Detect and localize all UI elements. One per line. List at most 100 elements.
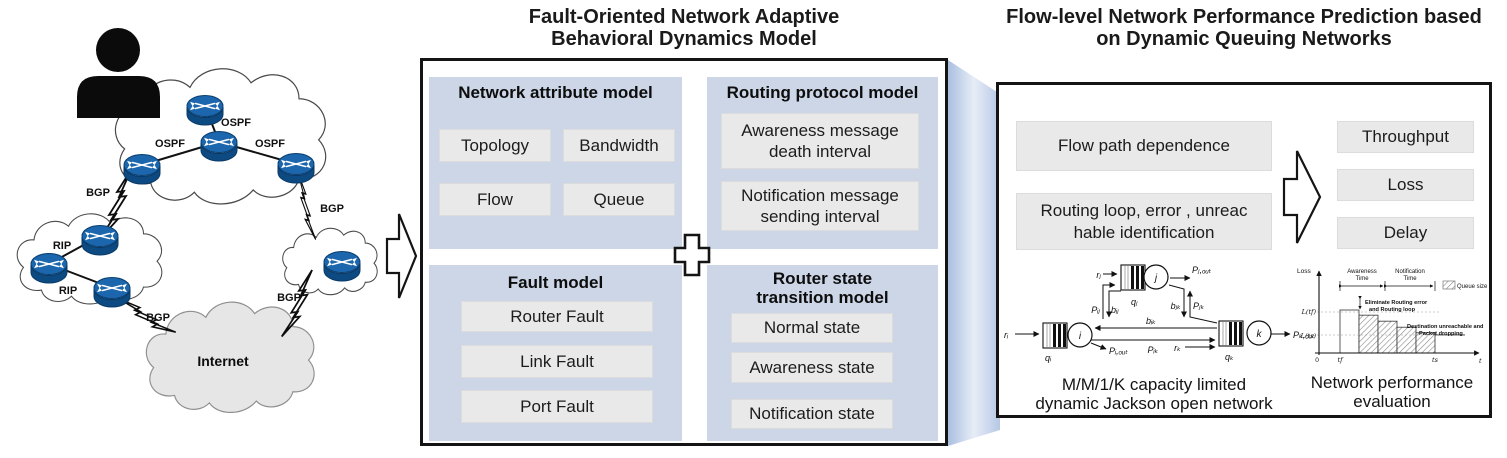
prediction-title-line: on Dynamic Queuing Networks	[1096, 28, 1392, 50]
attribute-chip: Flow	[439, 183, 551, 216]
label-bgp: BGP	[320, 203, 344, 215]
router-icon	[30, 252, 68, 284]
math-label: Pⱼₖ	[1193, 301, 1205, 311]
node-circle	[1143, 264, 1169, 290]
queue-icon	[1218, 320, 1244, 347]
plus-connector-icon	[673, 233, 711, 277]
loss-step-bar	[1377, 320, 1398, 354]
math-label: bⱼₖ	[1171, 301, 1182, 311]
prediction-title: Flow-level Network Performance Predictio…	[988, 6, 1500, 50]
state-chip: Normal state	[731, 313, 893, 343]
output-chip: Throughput	[1337, 121, 1474, 153]
label-bgp: BGP	[277, 292, 301, 304]
state-chip: Awareness state	[731, 352, 893, 383]
panel-header: Router state	[772, 269, 873, 288]
router-icon	[200, 130, 238, 162]
label-ospf: OSPF	[255, 138, 285, 150]
panel-fault-model: Fault model Router Fault Link Fault Port…	[429, 265, 682, 441]
model-title-line: Fault-Oriented Network Adaptive	[528, 6, 840, 28]
routing-protocol-chip: Awareness message death interval	[721, 113, 919, 169]
interval-arrows	[1338, 281, 1436, 310]
prediction-box: Flow path dependence Routing loop, error…	[996, 82, 1492, 418]
panel-header: transition model	[756, 288, 889, 307]
queue-icon	[1120, 264, 1146, 291]
caption-line: dynamic Jackson open network	[1035, 394, 1273, 413]
panel-header: Fault model	[507, 273, 604, 292]
node-circle	[1246, 320, 1272, 346]
fault-chip: Link Fault	[461, 345, 653, 378]
node-label: i	[1079, 331, 1082, 342]
evaluation-caption: Network performance evaluation	[1299, 373, 1485, 411]
router-icon	[123, 153, 161, 185]
input-chip: Flow path dependence	[1016, 121, 1272, 171]
interval-label: Time	[1403, 276, 1417, 282]
output-chip: Loss	[1337, 169, 1474, 201]
topology-illustration: OSPF OSPF OSPF BGP BGP BGP BGP RIP RIP I…	[16, 28, 418, 414]
math-label: rᵢ	[1004, 330, 1009, 340]
math-label: Pᵢⱼ	[1091, 305, 1100, 315]
chart-annotation: Destination unreachable and	[1407, 324, 1484, 330]
x-tick: tf	[1337, 356, 1344, 364]
math-label: bᵢⱼ	[1111, 305, 1119, 315]
router-icon	[277, 152, 315, 184]
caption-line: Network performance	[1310, 373, 1474, 392]
router-icon	[93, 276, 131, 308]
chart-xlabel: t	[1479, 357, 1482, 365]
loss-step-bar	[1339, 309, 1360, 354]
interval-label: Awareness	[1347, 269, 1377, 275]
panel-header: Network attribute model	[458, 83, 653, 102]
legend-swatch	[1442, 280, 1456, 290]
interval-label: Notification	[1395, 269, 1425, 275]
math-label: Pⱼ,ₒᵤₜ	[1192, 265, 1212, 275]
caption-line: M/M/1/K capacity limited	[1061, 375, 1247, 394]
label-ospf: OSPF	[155, 138, 185, 150]
node-label: k	[1257, 329, 1263, 340]
math-label: Pₖ,ₒᵤₜ	[1293, 330, 1315, 340]
label-ospf: OSPF	[221, 117, 251, 129]
queue-network-caption: M/M/1/K capacity limited dynamic Jackson…	[1019, 375, 1289, 413]
input-chip: Routing loop, error , unreac hable ident…	[1016, 193, 1272, 250]
label-bgp: BGP	[146, 312, 170, 324]
attribute-chip: Queue	[563, 183, 675, 216]
label-rip: RIP	[53, 240, 71, 252]
math-label: bᵢₖ	[1146, 316, 1156, 326]
math-label: rⱼ	[1096, 270, 1101, 280]
node-circle	[1067, 322, 1093, 348]
chart-annotation: and Routing loop	[1369, 307, 1416, 313]
y-tick: L(tf)	[1301, 308, 1317, 316]
panel-header: Routing protocol model	[726, 83, 919, 102]
router-icon	[81, 224, 119, 256]
ribbon-connector	[948, 60, 1000, 446]
chart-ylabel: Loss	[1297, 268, 1311, 275]
panel-routing-protocol-model: Routing protocol model Awareness message…	[707, 77, 938, 249]
evaluation-chart: Loss t L(tf) L(ts) 0 tf ts Awareness Tim…	[1297, 268, 1488, 365]
model-title: Fault-Oriented Network Adaptive Behavior…	[420, 6, 948, 50]
chart-annotation: Packet dropping	[1419, 331, 1463, 337]
y-tick: L(ts)	[1300, 332, 1317, 340]
x-tick: ts	[1432, 356, 1439, 364]
fault-chip: Router Fault	[461, 301, 653, 332]
person-icon	[77, 28, 160, 118]
router-icon	[323, 250, 361, 282]
math-label: Pᵢ,ₒᵤₜ	[1109, 346, 1128, 356]
math-label: qⱼ	[1131, 297, 1138, 307]
loss-step-bar	[1396, 326, 1417, 354]
math-label: qₖ	[1225, 352, 1234, 362]
routing-protocol-chip: Notification message sending interval	[721, 181, 919, 231]
label-bgp: BGP	[86, 187, 110, 199]
model-box: Network attribute model Topology Bandwid…	[420, 58, 948, 446]
math-label: Pᵢₖ	[1148, 345, 1159, 355]
interval-label: Time	[1355, 276, 1369, 282]
label-internet: Internet	[197, 353, 249, 369]
chart-annotation: Eliminate Routing error	[1365, 300, 1428, 306]
queue-network-diagram: i j k rᵢ rⱼ rₖ qᵢ qⱼ qₖ Pᵢ,ₒᵤₜ Pⱼ,ₒᵤₜ Pₖ…	[1004, 264, 1315, 363]
attribute-chip: Topology	[439, 129, 551, 162]
fault-chip: Port Fault	[461, 390, 653, 423]
label-rip: RIP	[59, 285, 77, 297]
caption-line: evaluation	[1353, 392, 1431, 411]
state-chip: Notification state	[731, 399, 893, 429]
math-label: rₖ	[1174, 343, 1181, 353]
prediction-title-line: Flow-level Network Performance Predictio…	[1006, 6, 1482, 28]
panel-router-state-model: Router state transition model Normal sta…	[707, 265, 938, 441]
